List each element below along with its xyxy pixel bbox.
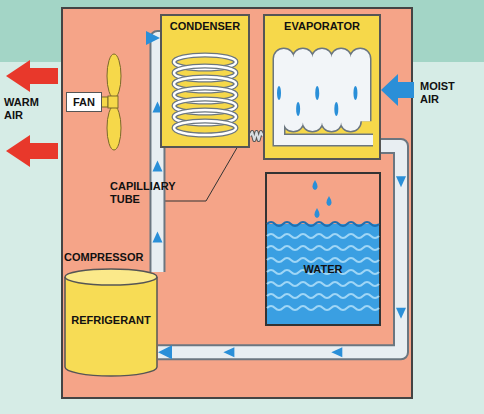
part-label: FAN bbox=[73, 96, 95, 109]
part-label: WATER bbox=[304, 263, 343, 276]
water-drop bbox=[313, 180, 318, 190]
serp-illustration bbox=[265, 16, 379, 158]
part-label: CAPILLIARY TUBE bbox=[110, 180, 184, 206]
cylinder-top bbox=[65, 269, 157, 285]
water-wave bbox=[267, 246, 379, 250]
coil-turn bbox=[174, 121, 236, 135]
evaporator-tube bbox=[279, 54, 373, 140]
water-drop bbox=[315, 208, 320, 218]
water-wave bbox=[267, 306, 379, 310]
flow-arrow bbox=[331, 347, 342, 357]
water-wave bbox=[267, 258, 379, 262]
pipe-inner bbox=[250, 132, 263, 140]
water-wave bbox=[267, 222, 379, 226]
water-body bbox=[267, 224, 379, 324]
evaporator-box: EVAPORATOR bbox=[263, 14, 381, 160]
flow-arrow bbox=[396, 176, 406, 187]
condensate bbox=[334, 102, 338, 116]
housing bbox=[62, 8, 412, 398]
moist-air-arrow bbox=[381, 74, 414, 106]
water-wave bbox=[267, 294, 379, 298]
flow-arrow bbox=[152, 161, 162, 172]
warm-air-arrow bbox=[6, 60, 58, 92]
coil-illustration bbox=[162, 16, 248, 146]
part-label: EVAPORATOR bbox=[284, 20, 360, 33]
warm-air-arrow bbox=[6, 135, 58, 167]
part-heading: COMPRESSOR bbox=[64, 251, 143, 264]
pipe-inner bbox=[158, 146, 401, 352]
fan-box: FAN bbox=[66, 92, 102, 112]
air-label: WARM AIR bbox=[4, 96, 50, 122]
flow-arrow bbox=[152, 232, 162, 243]
pipe-outline bbox=[158, 146, 401, 352]
condensate bbox=[353, 86, 357, 100]
compressor-cylinder: COMPRESSORREFRIGERANT bbox=[64, 268, 158, 376]
cylinder-body bbox=[65, 277, 157, 376]
capillary-tube bbox=[250, 132, 263, 140]
water-illustration bbox=[267, 174, 379, 324]
condenser-box: CONDENSER bbox=[160, 14, 250, 148]
coil-turn bbox=[174, 121, 236, 135]
refrigerant-pipe bbox=[158, 146, 406, 357]
flow-arrow bbox=[396, 308, 406, 319]
condensate bbox=[296, 102, 300, 116]
condensate bbox=[315, 86, 319, 100]
water-tank: WATER bbox=[265, 172, 381, 326]
water-drop bbox=[327, 196, 332, 206]
part-label: CONDENSER bbox=[170, 20, 240, 33]
air-label: MOIST AIR bbox=[420, 80, 470, 106]
water-wave bbox=[267, 282, 379, 286]
part-label: REFRIGERANT bbox=[71, 314, 150, 327]
fan-blades bbox=[100, 54, 121, 150]
flow-arrow bbox=[223, 347, 234, 357]
pipe-outline bbox=[250, 132, 263, 140]
condensate bbox=[277, 86, 281, 100]
evaporator-tube bbox=[279, 54, 373, 140]
water-wave bbox=[267, 234, 379, 238]
